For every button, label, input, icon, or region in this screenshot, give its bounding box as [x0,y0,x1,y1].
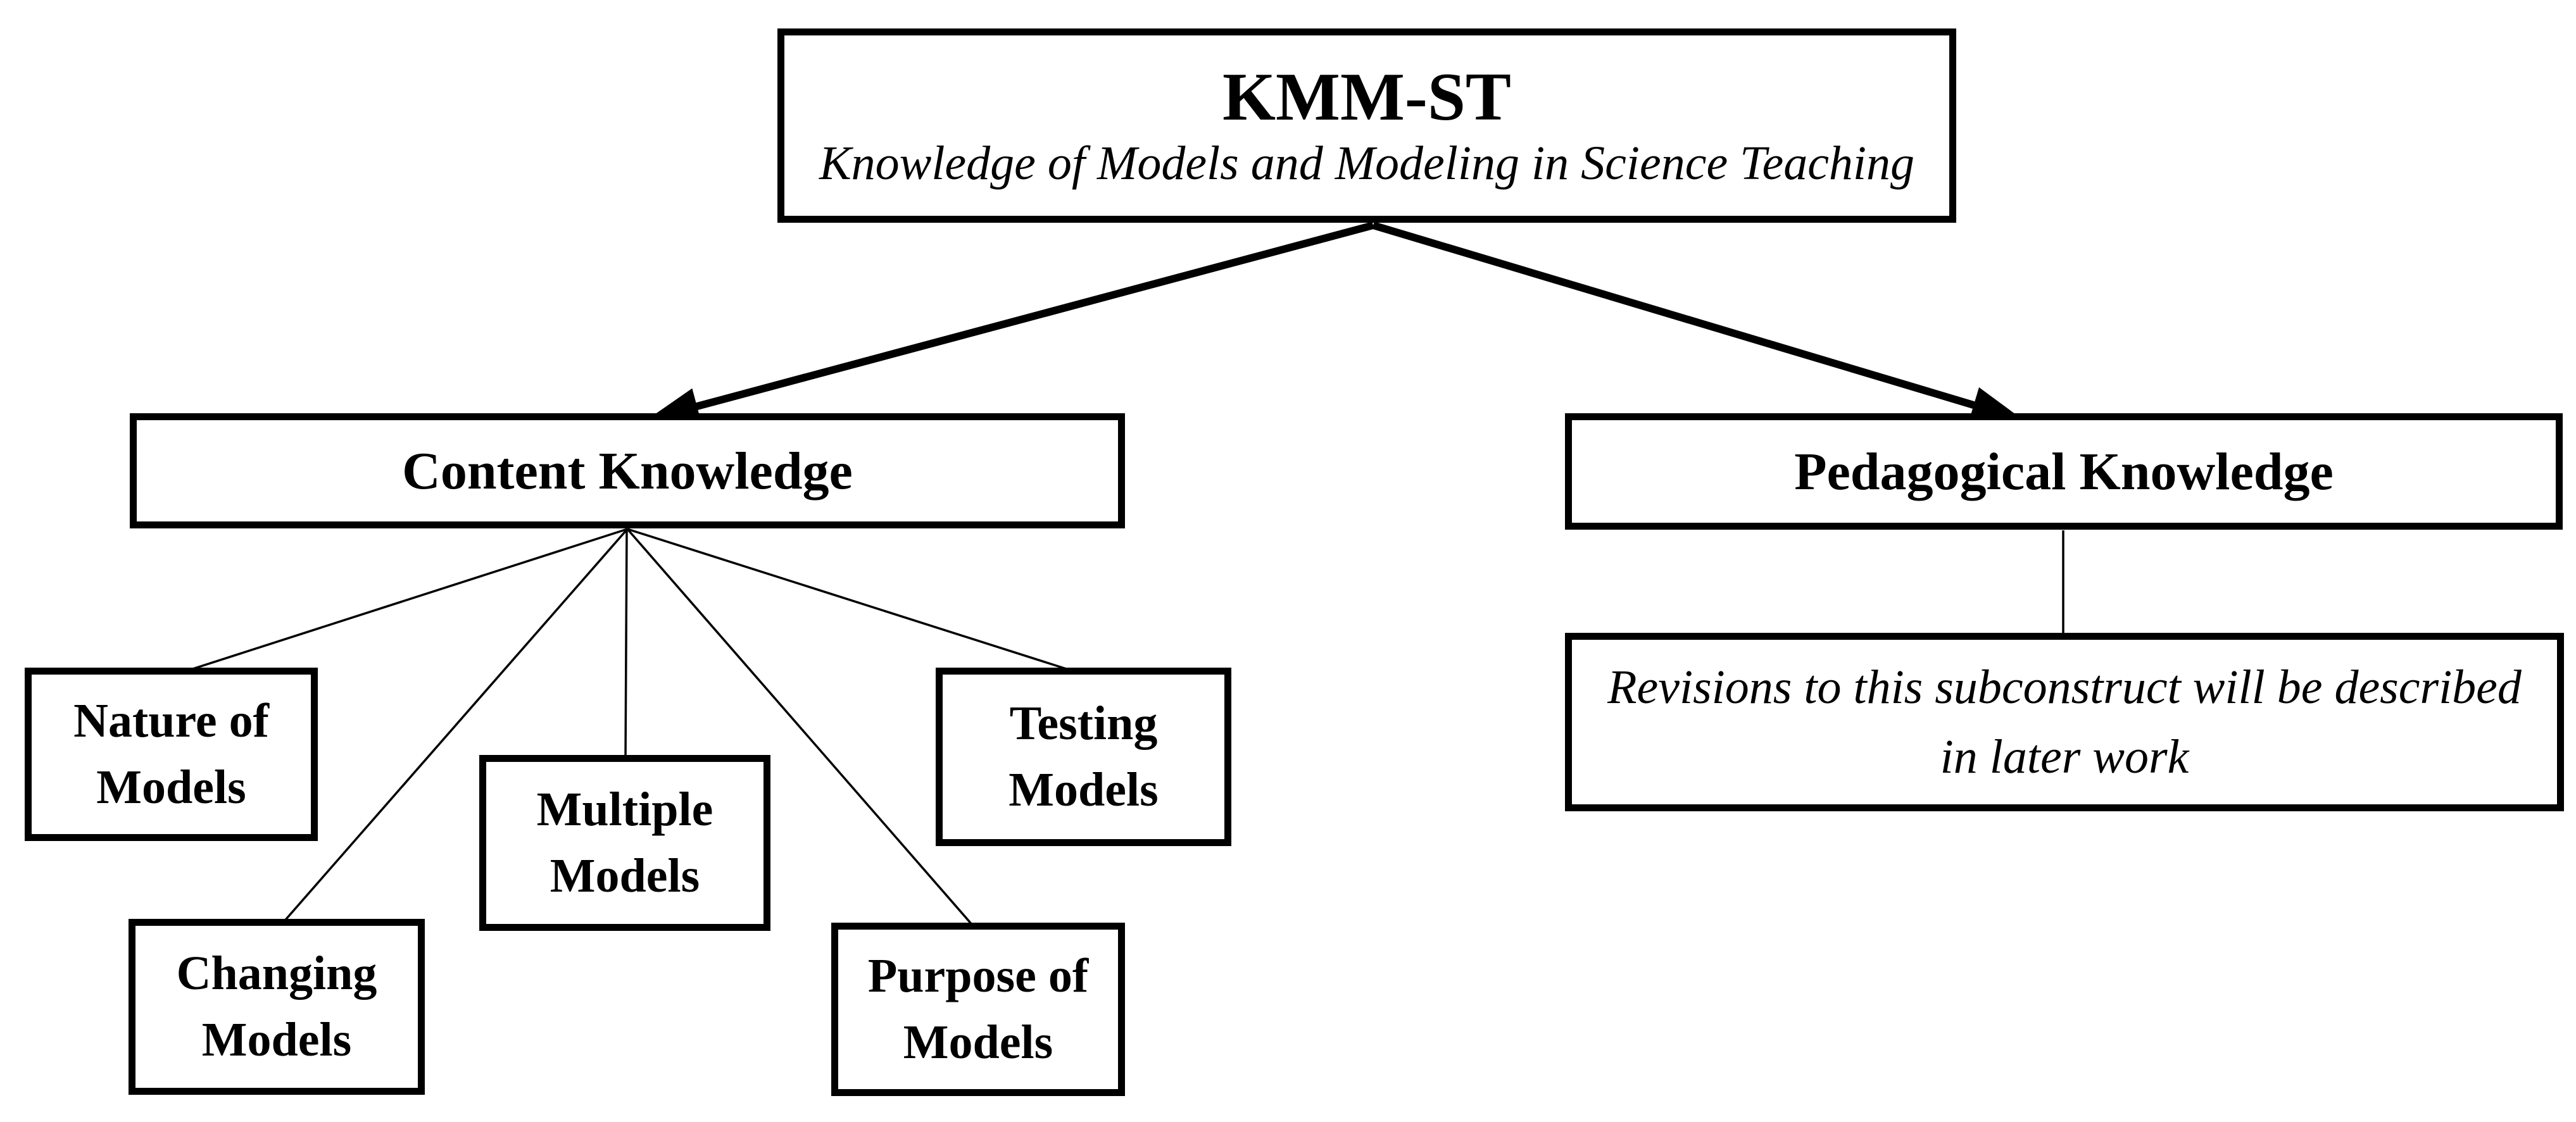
multiple-models-box: Multiple Models [479,755,770,931]
kmm-st-box: KMM-ST Knowledge of Models and Modeling … [777,28,1956,223]
content-knowledge-label: Content Knowledge [402,441,853,501]
purpose-of-models-box: Purpose of Models [831,923,1125,1096]
arrow-root-to-content [647,221,1374,425]
pedagogical-knowledge-box: Pedagogical Knowledge [1565,413,2563,530]
pedagogical-note-box: Revisions to this subconstruct will be d… [1565,633,2564,811]
line-content-to-changing [282,528,629,924]
line-content-to-nature [186,528,628,672]
pedagogical-knowledge-label: Pedagogical Knowledge [1794,442,2334,501]
kmm-st-subtitle: Knowledge of Models and Modeling in Scie… [819,137,1915,190]
line-content-to-multiple [624,528,628,760]
line-content-to-purpose [626,528,974,927]
testing-models-label: Testing Models [1008,697,1159,816]
arrow-root-to-pedagogical [1372,221,2023,423]
nature-of-models-label: Nature of Models [73,694,269,814]
content-knowledge-box: Content Knowledge [130,413,1125,528]
multiple-models-label: Multiple Models [536,783,713,902]
changing-models-label: Changing Models [176,947,377,1066]
purpose-of-models-label: Purpose of Models [867,949,1089,1069]
line-content-to-testing [627,528,1073,672]
changing-models-box: Changing Models [129,919,425,1095]
testing-models-box: Testing Models [936,668,1231,846]
kmm-st-title: KMM-ST [1222,59,1511,135]
nature-of-models-box: Nature of Models [25,668,318,841]
pedagogical-note-text: Revisions to this subconstruct will be d… [1607,660,2522,783]
